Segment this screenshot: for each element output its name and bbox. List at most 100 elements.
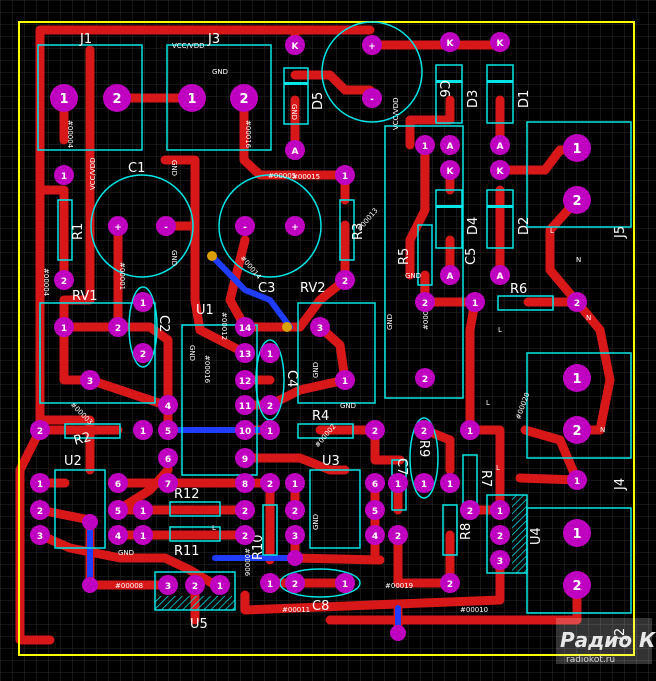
svg-text:A: A xyxy=(292,147,299,157)
net-gnd-r5: GND xyxy=(405,272,421,280)
svg-text:2: 2 xyxy=(574,299,580,309)
marker-n-2: N xyxy=(586,314,591,322)
pad: 6 xyxy=(108,473,128,493)
pad: 1 xyxy=(260,420,280,440)
pad: K xyxy=(490,160,510,180)
pad: A xyxy=(490,265,510,285)
svg-text:4: 4 xyxy=(372,532,378,542)
svg-text:7: 7 xyxy=(165,480,171,490)
svg-text:-: - xyxy=(164,223,168,233)
marker-l-4: L xyxy=(496,464,500,472)
pad: 2 xyxy=(30,420,50,440)
vias xyxy=(82,251,406,641)
net-vccvdd-right: VCC/VDD xyxy=(392,98,400,131)
svg-text:1: 1 xyxy=(61,324,67,334)
pad: 2 xyxy=(460,500,480,520)
net-00004-j1: #00004 xyxy=(66,120,74,149)
svg-text:2: 2 xyxy=(422,299,428,309)
pad: 1 xyxy=(563,134,591,162)
svg-text:1: 1 xyxy=(342,580,348,590)
label-rv2: RV2 xyxy=(300,281,326,296)
pad: 5 xyxy=(158,420,178,440)
pad: 3 xyxy=(490,550,510,570)
label-r10: R10 xyxy=(251,534,266,560)
diode-bands xyxy=(284,80,513,208)
svg-text:1: 1 xyxy=(140,427,146,437)
u4-hatch xyxy=(512,495,527,573)
svg-text:1: 1 xyxy=(342,377,348,387)
label-d4: D4 xyxy=(466,217,481,235)
svg-text:1: 1 xyxy=(140,299,146,309)
net-00008: #00008 xyxy=(115,582,143,590)
svg-text:3: 3 xyxy=(497,557,503,567)
net-00016-u1: #00016 xyxy=(203,355,211,384)
net-00004-left: #00004 xyxy=(42,268,50,297)
pad: 11 xyxy=(235,395,255,415)
svg-text:1: 1 xyxy=(140,532,146,542)
pad: 1 xyxy=(415,135,435,155)
svg-text:2: 2 xyxy=(239,92,248,107)
pad: 2 xyxy=(563,186,591,214)
label-c6: C6 xyxy=(436,80,451,97)
svg-text:2: 2 xyxy=(572,194,581,209)
svg-text:2: 2 xyxy=(292,580,298,590)
net-00022: #00022 xyxy=(422,302,430,330)
pad: 2 xyxy=(563,571,591,599)
pad: K xyxy=(440,32,460,52)
label-u1: U1 xyxy=(196,303,214,318)
net-00001: #00001 xyxy=(118,262,126,290)
label-c8: C8 xyxy=(312,599,329,614)
pad: 1 xyxy=(388,473,408,493)
marker-l-1: L xyxy=(550,227,554,235)
pad: 2 xyxy=(414,420,434,440)
pad: 14 xyxy=(235,317,255,337)
label-j2: J2 xyxy=(613,628,628,641)
pad: 1 xyxy=(260,573,280,593)
pad: 2 xyxy=(103,84,131,112)
net-gnd-top: GND xyxy=(212,68,228,76)
svg-text:2: 2 xyxy=(37,427,43,437)
pad: + xyxy=(285,216,305,236)
label-j3: J3 xyxy=(207,32,220,47)
svg-text:2: 2 xyxy=(61,277,67,287)
svg-text:1: 1 xyxy=(572,527,581,542)
pad: - xyxy=(235,216,255,236)
label-c5: C5 xyxy=(464,248,479,265)
svg-text:10: 10 xyxy=(239,427,252,437)
svg-text:K: K xyxy=(447,39,455,49)
net-00005: #00005 xyxy=(268,172,296,180)
pad: 3 xyxy=(80,370,100,390)
pad: - xyxy=(362,88,382,108)
pad: 2 xyxy=(185,575,205,595)
svg-text:1: 1 xyxy=(61,172,67,182)
svg-text:2: 2 xyxy=(497,532,503,542)
label-r3: R3 xyxy=(351,223,366,240)
pad: 4 xyxy=(158,395,178,415)
svg-text:-: - xyxy=(243,223,247,233)
pad: 1 xyxy=(30,473,50,493)
label-r1: R1 xyxy=(71,223,86,240)
pad: A xyxy=(285,140,305,160)
pads: + - - + + - K A K K A A K K A A 1 2 2 1 … xyxy=(30,32,587,595)
label-u2: U2 xyxy=(64,454,82,469)
svg-text:2: 2 xyxy=(267,480,273,490)
pad: 2 xyxy=(235,500,255,520)
label-r11: R11 xyxy=(174,544,200,559)
pad: 2 xyxy=(365,420,385,440)
pad: A xyxy=(440,265,460,285)
svg-text:A: A xyxy=(497,142,504,152)
pad: 2 xyxy=(335,270,355,290)
svg-text:2: 2 xyxy=(372,427,378,437)
pad: A xyxy=(490,135,510,155)
svg-text:1: 1 xyxy=(187,92,196,107)
svg-text:1: 1 xyxy=(267,427,273,437)
svg-text:2: 2 xyxy=(292,507,298,517)
pad: 3 xyxy=(158,575,178,595)
net-gnd-d5: GND xyxy=(290,104,298,120)
large-pads: 1 2 1 2 1 2 1 2 1 2 xyxy=(50,84,591,599)
net-00006: #00006 xyxy=(243,548,251,577)
pad: 13 xyxy=(235,343,255,363)
pad: 3 xyxy=(285,525,305,545)
pad: 1 xyxy=(178,84,206,112)
